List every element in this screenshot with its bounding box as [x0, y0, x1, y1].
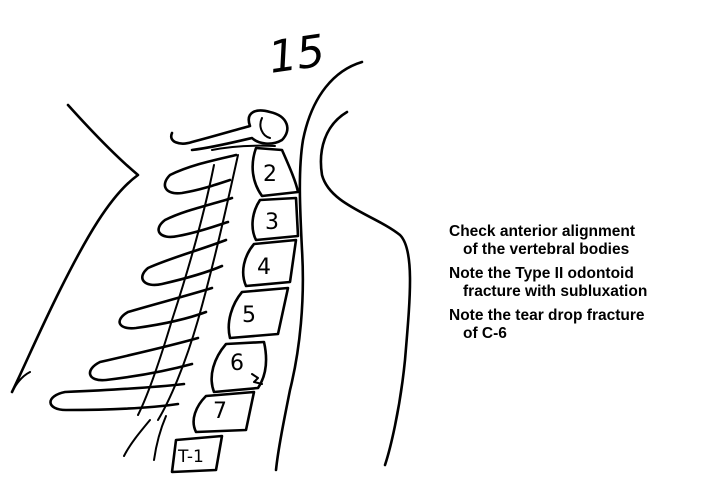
vertebra-label-c4: 4 — [257, 255, 271, 280]
atlas-anterior — [259, 117, 271, 139]
annotation-notes: Check anterior alignment of the vertebra… — [449, 223, 714, 349]
spinous-process-c6 — [88, 336, 200, 382]
c6-teardrop-fracture — [251, 373, 263, 385]
t1-posterior — [123, 415, 167, 461]
vertebra-c3-body — [251, 196, 300, 242]
vertebra-c5-body — [227, 286, 290, 340]
note-alignment-line1: Check anterior alignment — [449, 223, 636, 240]
vertebra-c6-body — [210, 340, 268, 394]
note-odontoid-line1: Note the Type II odontoid — [449, 265, 634, 282]
note-teardrop-line1: Note the tear drop fracture — [449, 307, 645, 324]
posterior-neck-line-2 — [11, 371, 31, 393]
note-alignment: Check anterior alignment of the vertebra… — [449, 223, 714, 259]
spinous-process-c4 — [141, 238, 228, 287]
vertebra-label-c2: 2 — [263, 162, 277, 187]
pharynx-outline — [319, 110, 412, 467]
t1-outline — [170, 434, 224, 474]
spinous-process-c7 — [49, 382, 186, 412]
spinous-process-c3 — [157, 196, 234, 239]
anterior-neck-outline — [274, 60, 364, 472]
note-odontoid: Note the Type II odontoid fracture with … — [449, 265, 714, 301]
note-alignment-line2: of the vertebral bodies — [463, 241, 630, 258]
vertebra-c7-body — [192, 390, 256, 434]
note-teardrop-line2: of C-6 — [463, 325, 507, 342]
vertebra-label-t1: T-1 — [177, 447, 204, 467]
spinous-process-c5 — [118, 286, 214, 330]
posterior-canal-line — [157, 154, 239, 421]
atlas-arch — [169, 109, 289, 152]
odontoid-fracture-line — [211, 144, 276, 151]
vertebra-label-c6: 6 — [230, 351, 244, 376]
posterior-neck-outline — [10, 103, 140, 394]
note-odontoid-line2: fracture with subluxation — [463, 283, 648, 300]
vertebra-label-c5: 5 — [242, 303, 256, 328]
vertebra-c4-body — [241, 238, 298, 288]
vertebra-c2-body — [251, 146, 300, 198]
note-teardrop: Note the tear drop fracture of C-6 — [449, 307, 714, 343]
vertebra-label-c7: 7 — [213, 399, 227, 424]
figure-number: 15 — [265, 25, 328, 83]
vertebra-label-c3: 3 — [265, 210, 279, 235]
spinous-process-c2 — [163, 153, 238, 195]
